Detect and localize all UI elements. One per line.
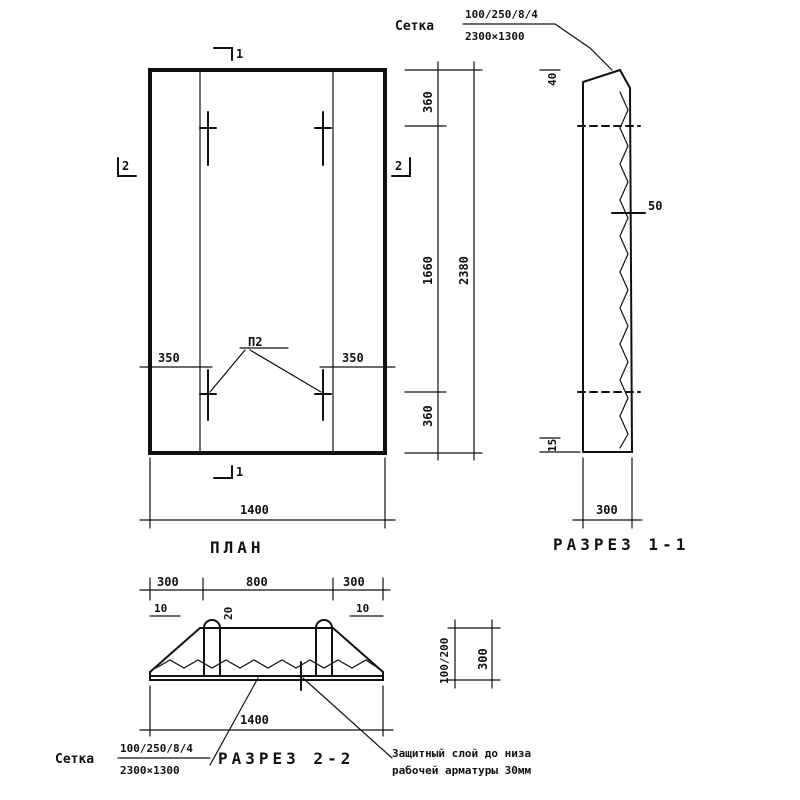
section-2-height-left: 100/200 [438, 638, 451, 684]
section-2-dim-edge-left: 10 [154, 602, 167, 615]
section-1-1: 40 50 15 300 РАЗРЕЗ 1-1 [539, 68, 689, 554]
plan-section-marks: 1 1 2 2 [117, 47, 411, 479]
bottom-mesh-denominator: 2300×1300 [120, 764, 180, 777]
plan-vertical-dimensions: 360 1660 360 2380 [404, 61, 483, 461]
section-1-dim-bottom: 15 [546, 439, 559, 452]
bottom-mesh-word: Сетка [55, 752, 94, 767]
plan-width-dimension: 1400 [139, 457, 396, 529]
plan-loop-marks [199, 111, 332, 421]
svg-text:1: 1 [236, 47, 243, 61]
section-mark-bottom [213, 465, 233, 479]
plan-loop-callout: П2 [209, 335, 322, 393]
svg-text:2: 2 [395, 159, 402, 173]
dim-plan-bottom: 360 [421, 405, 435, 427]
plan-loop-label: П2 [248, 335, 262, 349]
dim-plan-middle: 1660 [421, 256, 435, 285]
plan-offset-left: 350 [158, 351, 180, 365]
protective-layer-note: Защитный слой до низа рабочей арматуры 3… [392, 747, 531, 777]
section-2-loop-left [203, 619, 221, 676]
plan-offset-right: 350 [342, 351, 364, 365]
svg-text:2: 2 [122, 159, 129, 173]
bottom-mesh-label: Сетка 100/250/8/4 2300×1300 [55, 742, 211, 777]
note-leader [302, 677, 393, 759]
section-1-outline [582, 68, 634, 453]
section-2-dim-middle: 800 [246, 575, 268, 589]
section-1-reinforcement [619, 91, 629, 449]
section-2-loop-right [315, 619, 333, 676]
section-2-width: 1400 [240, 713, 269, 727]
plan-width: 1400 [240, 503, 269, 517]
bottom-mesh-leader [209, 677, 259, 766]
dim-plan-top: 360 [421, 91, 435, 113]
note-line-1: Защитный слой до низа [392, 747, 531, 760]
section-2-reinforcement [155, 659, 379, 669]
section-mark-right [391, 157, 411, 177]
bottom-mesh-numerator: 100/250/8/4 [120, 742, 193, 755]
section-1-width: 300 [596, 503, 618, 517]
section-1-dim-side: 50 [648, 199, 662, 213]
section-1-title: РАЗРЕЗ 1-1 [553, 535, 689, 554]
section-mark-top [213, 47, 233, 61]
dim-plan-total: 2380 [457, 256, 471, 285]
section-2-height-right: 300 [476, 648, 490, 670]
plan-slab-outline [148, 68, 387, 455]
section-1-dim-top: 40 [546, 73, 559, 86]
top-mesh-word: Сетка [395, 19, 434, 34]
top-mesh-numerator: 100/250/8/4 [465, 8, 538, 21]
top-mesh-denominator: 2300×1300 [465, 30, 525, 43]
svg-text:1: 1 [236, 465, 243, 479]
section-2-title: РАЗРЕЗ 2-2 [218, 749, 354, 768]
plan-edge-offsets: 350 350 [139, 351, 396, 368]
section-2-2: 300 800 300 10 10 20 1400 100/200 300 [139, 575, 501, 768]
note-line-2: рабочей арматуры 30мм [392, 764, 531, 777]
section-2-dim-left: 300 [157, 575, 179, 589]
section-2-dim-loop: 20 [222, 607, 235, 620]
section-2-profile [149, 627, 384, 681]
section-2-dim-right: 300 [343, 575, 365, 589]
plan-title: ПЛАН [210, 538, 265, 557]
top-mesh-label: Сетка 100/250/8/4 2300×1300 [395, 8, 613, 71]
plan-view: П2 350 350 1 1 2 2 1400 [117, 47, 411, 557]
section-2-dim-edge-right: 10 [356, 602, 369, 615]
section-mark-left [117, 157, 137, 177]
top-mesh-leader [554, 23, 613, 71]
